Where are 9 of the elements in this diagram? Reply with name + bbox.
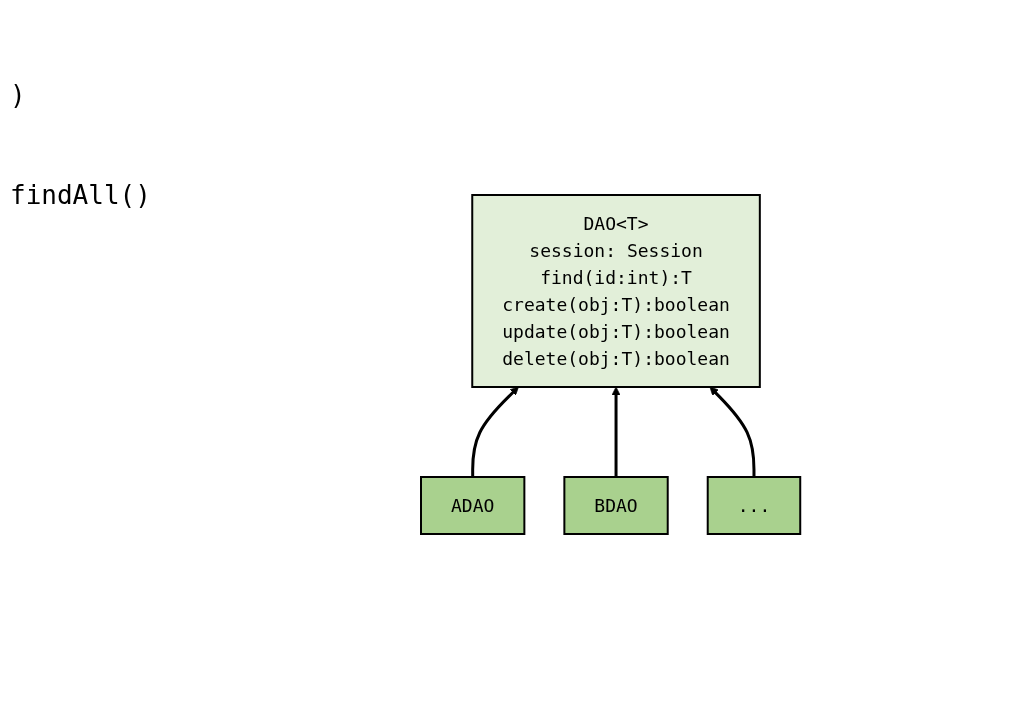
- arrow: [709, 386, 756, 477]
- arrow: [611, 386, 621, 477]
- code-text: ): [10, 80, 27, 110]
- arrow: [471, 386, 519, 477]
- node-box: DAO<T> session: Session find(id:int):T create(obj:T):boolean update(obj:T):boolean delete(obj:T):boolean: [471, 193, 761, 388]
- node-box: ADAO: [419, 475, 526, 535]
- code-text: findAll(): [10, 180, 152, 210]
- node-box: BDAO: [563, 475, 669, 535]
- node-box: ...: [706, 475, 802, 535]
